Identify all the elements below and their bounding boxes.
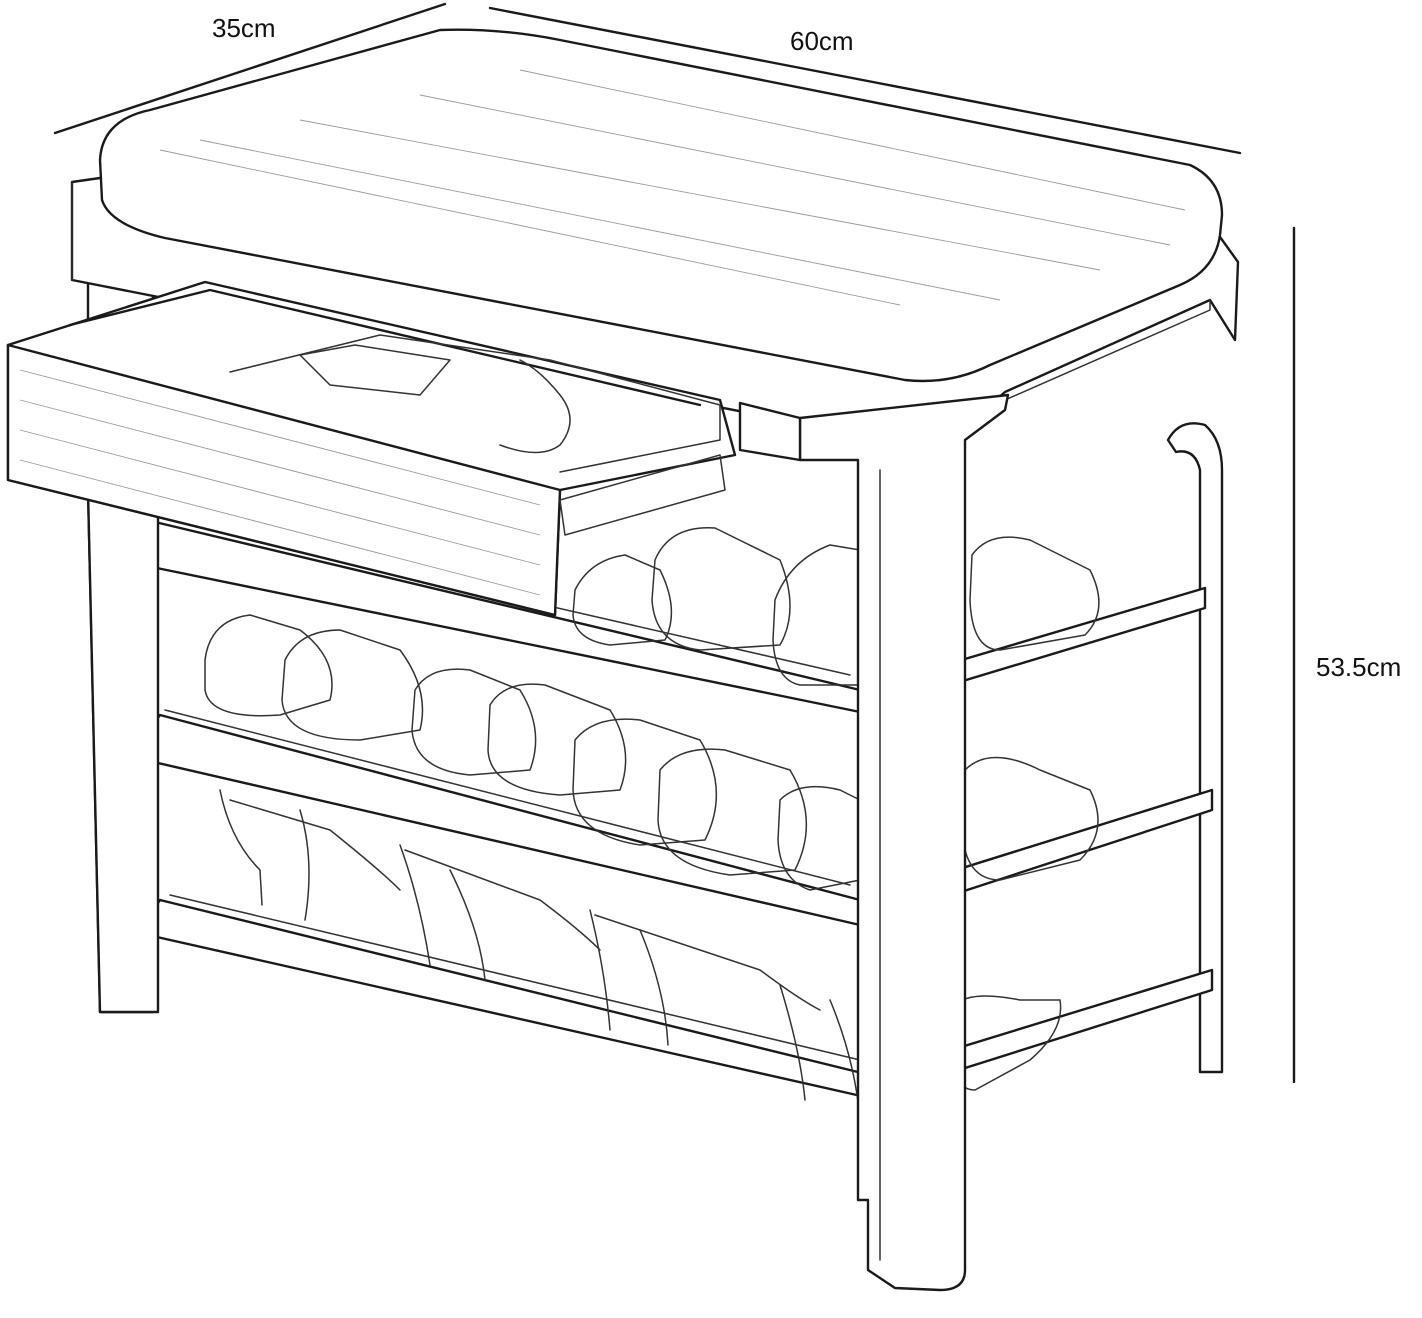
height-label: 53.5cm	[1316, 652, 1402, 682]
middle-shelf	[143, 709, 1214, 927]
front-left-leg	[86, 478, 160, 1014]
high-heels	[219, 789, 861, 1121]
depth-label: 35cm	[212, 13, 276, 43]
open-drawer	[6, 280, 737, 617]
front-right-leg	[798, 393, 1010, 1292]
back-right-leg	[1166, 422, 1224, 1074]
depth-dimension-line	[53, 2, 447, 135]
width-dimension-line	[488, 6, 1242, 155]
bottom-shelf	[146, 894, 1214, 1100]
width-label: 60cm	[790, 26, 854, 56]
seat-cushion	[98, 28, 1224, 383]
middle-shoes	[204, 614, 1099, 891]
drawer-housing	[738, 401, 802, 462]
dimension-lines	[53, 2, 1296, 1084]
